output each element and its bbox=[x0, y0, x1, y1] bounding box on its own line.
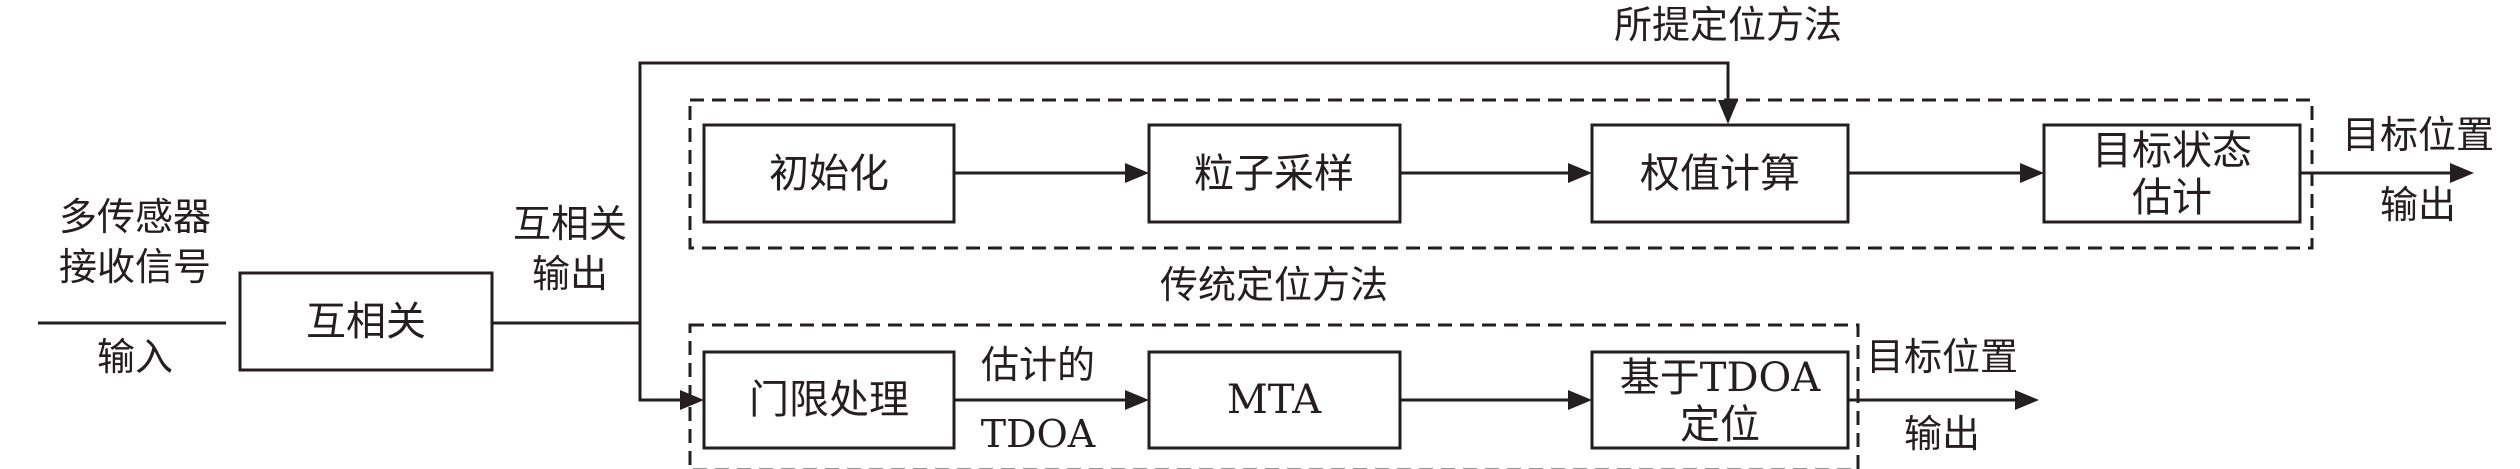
estimated-tdoa-label-line2: TDOA bbox=[981, 412, 1096, 456]
init-box bbox=[702, 123, 956, 224]
branch-to-threshold-line bbox=[638, 323, 680, 402]
sample-label: 粒子采样 bbox=[1194, 151, 1354, 197]
threshold-box bbox=[702, 350, 956, 450]
locate-label-line2: 定位 bbox=[1680, 402, 1760, 448]
estimate-label-line1: 目标状态 bbox=[2092, 128, 2252, 174]
xcorr-label: 互相关 bbox=[306, 299, 426, 345]
arrowhead-weight-left-input bbox=[1568, 163, 1592, 183]
traditional-method-frame bbox=[688, 323, 1860, 469]
estimated-tdoa-label-line1: 估计的 bbox=[981, 343, 1095, 387]
proposed-method-title: 所提定位方法 bbox=[1614, 3, 1842, 47]
arrowhead-mta-input bbox=[1125, 390, 1149, 410]
arrowhead-threshold-input bbox=[680, 390, 704, 410]
arrowheads bbox=[680, 100, 2474, 410]
mta-box bbox=[1147, 350, 1402, 450]
locate-label-line1: 基于TDOA bbox=[1620, 355, 1822, 401]
traditional-method-title: 传统定位方法 bbox=[1160, 263, 1388, 307]
threshold-label: 门限处理 bbox=[749, 377, 909, 423]
arrowhead-locate-input bbox=[1568, 390, 1592, 410]
xcorr-output-label-line1: 互相关 bbox=[513, 202, 627, 246]
locate-box bbox=[1590, 350, 1850, 450]
proposed-output-label-line1: 目标位置 bbox=[2342, 113, 2494, 157]
traditional-output-label-line2: 输出 bbox=[1904, 412, 1980, 456]
xcorr-output-label-line2: 输出 bbox=[532, 252, 608, 296]
init-label: 初始化 bbox=[769, 151, 889, 197]
xcorr-box bbox=[238, 271, 494, 372]
sample-box bbox=[1147, 123, 1402, 224]
traditional-output-label-line1: 目标位置 bbox=[1866, 335, 2018, 379]
proposed-method-frame bbox=[688, 98, 2314, 250]
weight-label: 权值计算 bbox=[1640, 151, 1800, 197]
input-arrow-label: 输入 bbox=[97, 335, 173, 379]
input-label-line2: 接收信号 bbox=[59, 245, 211, 289]
estimate-label-line2: 估计 bbox=[2132, 175, 2212, 221]
arrowhead-sample-input bbox=[1125, 163, 1149, 183]
estimate-box bbox=[2042, 123, 2302, 224]
arrowhead-weight-input bbox=[1718, 100, 1738, 124]
connectors bbox=[38, 61, 2450, 402]
proposed-output-label-line2: 输出 bbox=[2380, 183, 2456, 227]
arrowhead-locate-output bbox=[2015, 390, 2039, 410]
weight-box bbox=[1590, 123, 1850, 224]
arrowhead-estimate-output bbox=[2450, 163, 2474, 183]
mta-label: MTA bbox=[1227, 377, 1322, 423]
arrowhead-estimate-input bbox=[2020, 163, 2044, 183]
xcorr-output-line bbox=[492, 61, 1730, 325]
input-label-line1: 多传感器 bbox=[59, 195, 211, 239]
